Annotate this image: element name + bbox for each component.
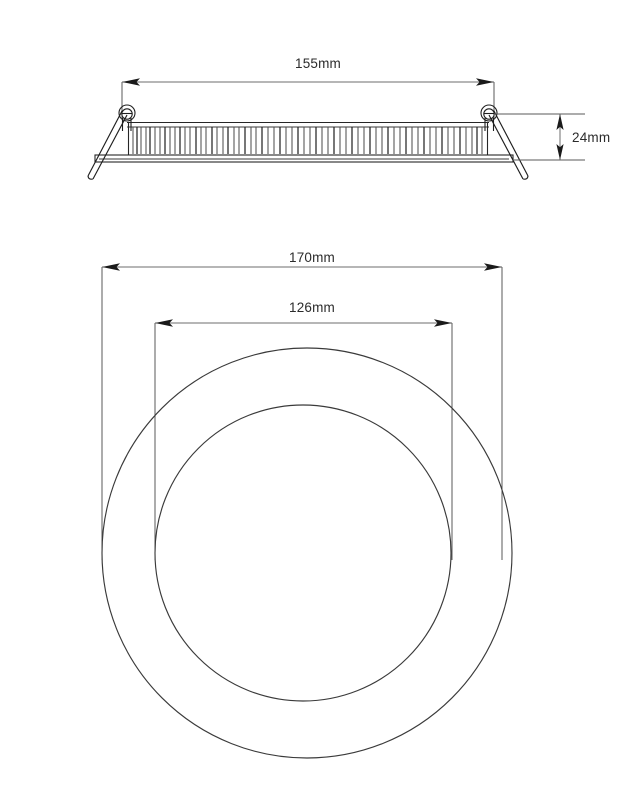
clip-arm-right-b [488,114,524,180]
dimension-label-126mm: 126mm [289,300,335,315]
arrow-head-top-24 [556,114,564,130]
trim-flange [94,154,514,163]
heatsink-fin-group [132,127,483,154]
arrow-head-bottom-24 [556,144,564,160]
mounting-spring-clip-left [87,104,136,180]
arrow-head-left-170 [102,263,120,271]
dimension-155mm: 155mm [121,56,495,118]
arrow-head-right-126 [434,319,452,327]
mounting-spring-clip-right [480,104,529,180]
clip-pivot-inner-left [121,108,133,120]
plan-view: 170mm 126mm [101,250,513,759]
outer-diameter-circle [101,347,513,759]
arrow-head-left-126 [155,319,173,327]
clip-arm-left-tip [87,175,94,180]
clip-pivot-outer-right [480,104,498,122]
arrow-head-left-155 [122,78,140,86]
inner-aperture-circle [154,404,452,702]
clip-arm-right-a [493,110,529,177]
dimension-126mm: 126mm [154,300,453,560]
dimension-label-155mm: 155mm [295,56,341,71]
side-section-view: 155mm [87,56,610,180]
dimension-24mm: 24mm [494,113,610,161]
arrow-head-right-170 [484,263,502,271]
clip-arm-right-tip [522,175,529,180]
dimension-label-170mm: 170mm [289,250,335,265]
clip-pivot-outer-left [118,104,136,122]
dimension-170mm: 170mm [101,250,503,560]
dimension-label-24mm: 24mm [572,130,610,145]
clip-arm-left-a [87,110,123,177]
clip-arm-left-b [92,114,128,180]
arrow-head-right-155 [476,78,494,86]
housing-body-fill [127,122,489,157]
